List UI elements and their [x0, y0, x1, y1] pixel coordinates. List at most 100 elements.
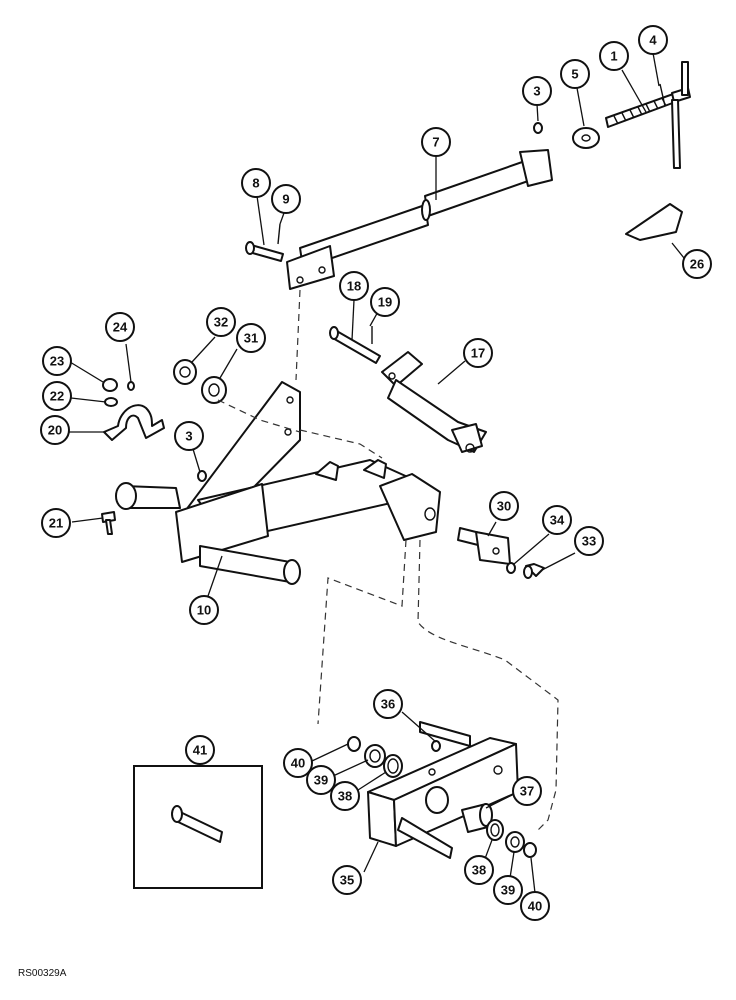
wedge-part — [625, 203, 683, 241]
callout-5: 5 — [560, 59, 590, 89]
svg-text:19: 19 — [378, 295, 392, 310]
callout-10: 10 — [189, 595, 219, 625]
leader-lines — [68, 52, 685, 894]
callout-36: 36 — [373, 689, 403, 719]
callout-34: 34 — [542, 505, 572, 535]
svg-text:30: 30 — [497, 499, 511, 514]
cup-38-left-part — [383, 754, 403, 778]
small-nut-top-part — [533, 122, 543, 134]
cotter-pin-9-part — [277, 223, 281, 245]
svg-text:10: 10 — [197, 603, 211, 618]
hardware-23-part — [102, 378, 118, 392]
cup-38-right-part — [486, 819, 504, 841]
svg-text:20: 20 — [48, 423, 62, 438]
grease-fitting-24-part — [127, 381, 135, 391]
callout-35: 35 — [332, 865, 362, 895]
callout-40-right: 40 — [520, 891, 550, 921]
svg-text:32: 32 — [214, 315, 228, 330]
reference-code: RS00329A — [18, 968, 67, 979]
svg-text:22: 22 — [50, 389, 64, 404]
svg-text:5: 5 — [571, 67, 578, 82]
callout-3-top: 3 — [522, 76, 552, 106]
svg-text:38: 38 — [338, 789, 352, 804]
callout-17: 17 — [463, 338, 493, 368]
svg-text:41: 41 — [193, 743, 207, 758]
telescoping-tube-part — [286, 149, 553, 290]
inset-box — [133, 765, 263, 889]
adjuster-yoke-part — [381, 351, 487, 453]
clamp-part — [103, 404, 165, 441]
svg-text:21: 21 — [49, 516, 63, 531]
callout-7: 7 — [421, 127, 451, 157]
bushing-31-part — [201, 376, 227, 404]
svg-text:34: 34 — [550, 513, 565, 528]
callout-38-left: 38 — [330, 781, 360, 811]
bearing-39-left-part — [364, 744, 386, 768]
callout-19: 19 — [370, 287, 400, 317]
hardware-22-part — [104, 397, 118, 407]
svg-text:9: 9 — [282, 192, 289, 207]
svg-text:36: 36 — [381, 697, 395, 712]
callout-30: 30 — [489, 491, 519, 521]
svg-text:8: 8 — [252, 176, 259, 191]
svg-text:1: 1 — [610, 49, 617, 64]
svg-text:35: 35 — [340, 873, 354, 888]
bolt-21-part — [101, 511, 116, 535]
small-nut-lower-part — [197, 470, 207, 482]
svg-text:18: 18 — [347, 279, 361, 294]
svg-text:23: 23 — [50, 354, 64, 369]
callout-20: 20 — [40, 415, 70, 445]
seal-40-right-part — [523, 842, 537, 858]
callout-37: 37 — [512, 776, 542, 806]
spindle-30-part — [457, 527, 511, 565]
grease-fitting-36-part — [431, 740, 441, 752]
jack-screw-part — [605, 61, 691, 169]
callout-3-lower: 3 — [174, 421, 204, 451]
callout-21: 21 — [41, 508, 71, 538]
svg-text:39: 39 — [314, 773, 328, 788]
svg-text:17: 17 — [471, 346, 485, 361]
svg-text:26: 26 — [690, 257, 704, 272]
svg-text:37: 37 — [520, 784, 534, 799]
callout-18: 18 — [339, 271, 369, 301]
svg-text:40: 40 — [528, 899, 542, 914]
bushing-32-part — [173, 359, 197, 385]
callout-40-left: 40 — [283, 748, 313, 778]
pin-18-part — [329, 326, 381, 364]
callout-26: 26 — [682, 249, 712, 279]
svg-text:33: 33 — [582, 534, 596, 549]
callout-32: 32 — [206, 307, 236, 337]
svg-text:31: 31 — [244, 331, 258, 346]
callout-41: 41 — [185, 735, 215, 765]
seal-40-left-part — [347, 736, 361, 752]
callout-9: 9 — [271, 184, 301, 214]
svg-text:4: 4 — [649, 33, 657, 48]
callout-39-left: 39 — [306, 765, 336, 795]
callout-4: 4 — [638, 25, 668, 55]
callout-8: 8 — [241, 168, 271, 198]
washer-34-part — [506, 562, 516, 574]
svg-text:3: 3 — [533, 84, 540, 99]
svg-text:3: 3 — [185, 429, 192, 444]
callout-24: 24 — [105, 312, 135, 342]
callout-39-right: 39 — [493, 875, 523, 905]
svg-text:7: 7 — [432, 135, 439, 150]
callout-38-right: 38 — [464, 855, 494, 885]
callout-1: 1 — [599, 41, 629, 71]
svg-text:38: 38 — [472, 863, 486, 878]
bearing-39-right-part — [505, 831, 525, 853]
svg-text:40: 40 — [291, 756, 305, 771]
axle-assembly-part — [367, 721, 519, 859]
svg-text:39: 39 — [501, 883, 515, 898]
pin-8-part — [245, 241, 284, 262]
callout-23: 23 — [42, 346, 72, 376]
washer-part — [572, 127, 600, 149]
callout-31: 31 — [236, 323, 266, 353]
callout-22: 22 — [42, 381, 72, 411]
main-frame-part — [115, 381, 441, 585]
alignment-dashes — [217, 289, 559, 831]
callout-33: 33 — [574, 526, 604, 556]
svg-text:24: 24 — [113, 320, 128, 335]
bolt-33-part — [523, 563, 545, 579]
